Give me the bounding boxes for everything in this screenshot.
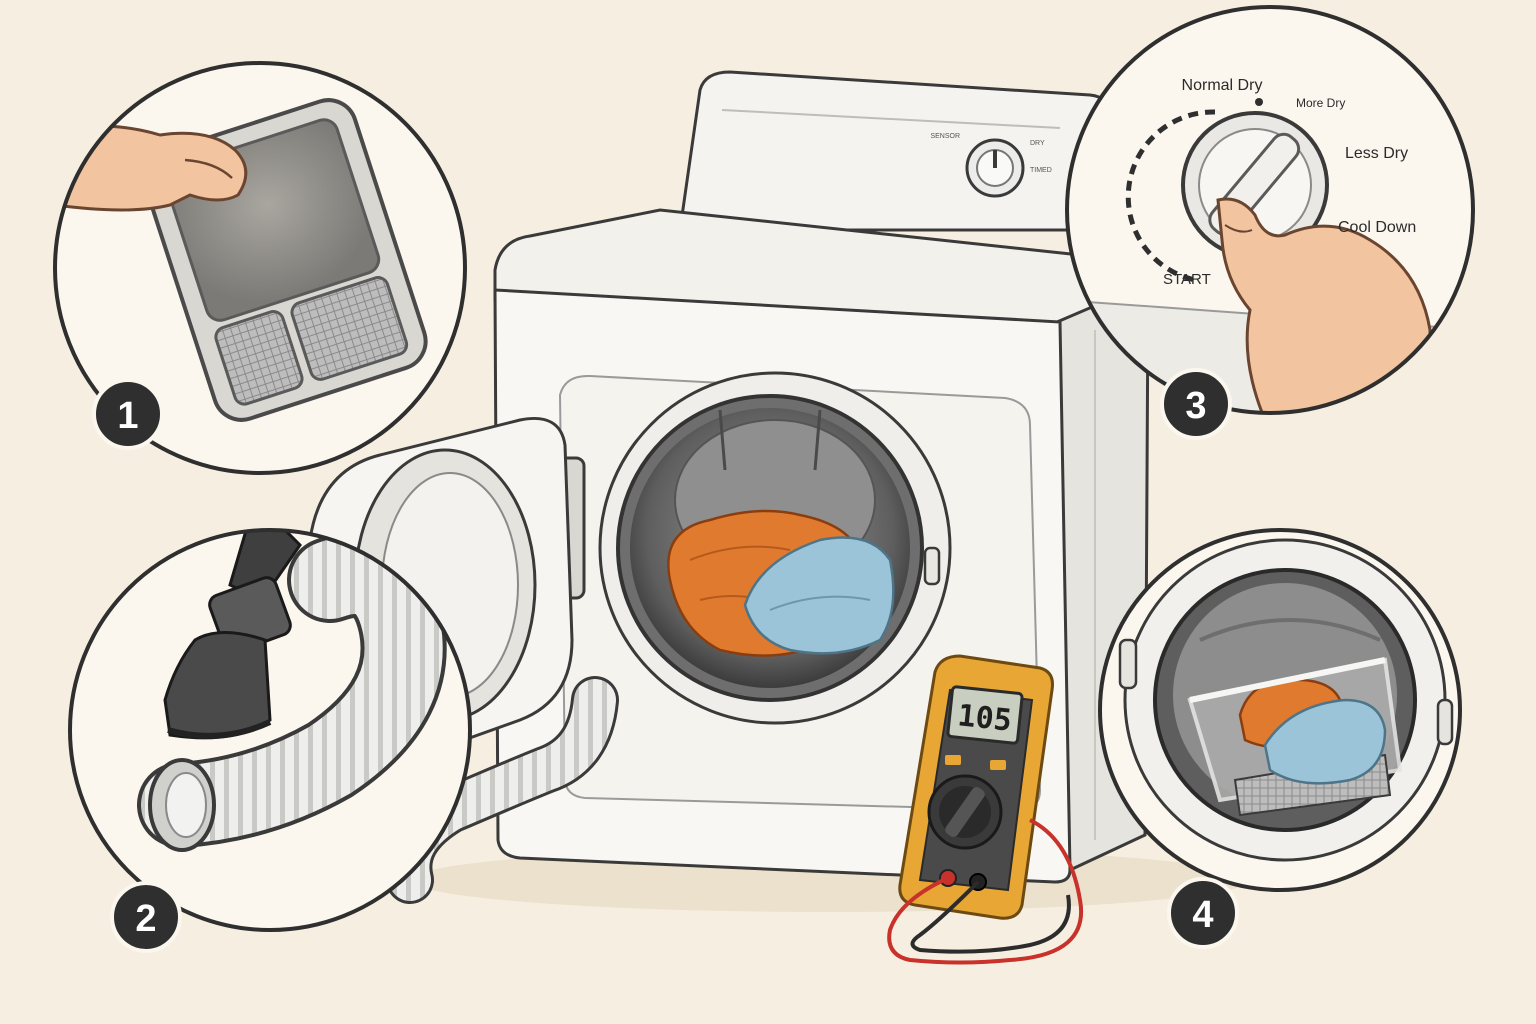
dial-label-cool-down: Cool Down [1338, 219, 1416, 236]
step-badge-3: 3 [1160, 368, 1232, 440]
dial-indicator-dot [1255, 98, 1263, 106]
step-badge-4: 4 [1167, 877, 1239, 949]
control-panel [678, 70, 1112, 232]
step-badge-2: 2 [110, 881, 182, 953]
panel-label-left: SENSOR [930, 133, 960, 140]
hand-holding-filter [55, 124, 248, 212]
step-number-1: 1 [117, 395, 138, 437]
dial-label-normal-dry: Normal Dry [1182, 77, 1263, 94]
step-1-lint-filter [53, 61, 467, 475]
step-2-vent-hose [68, 528, 472, 932]
dial-label-start: START [1163, 271, 1211, 288]
step-badge-1: 1 [92, 378, 164, 450]
dryer: SENSOR DRY TIMED [308, 70, 1250, 912]
multimeter: 105 [887, 654, 1084, 965]
multimeter-screen [946, 685, 1024, 745]
step-number-3: 3 [1185, 385, 1206, 427]
dial-tick-arc [1125, 109, 1216, 283]
dial-label-less-dry: Less Dry [1345, 145, 1408, 162]
multimeter-reading: 105 [956, 698, 1014, 738]
step-number-2: 2 [135, 898, 156, 940]
black-lead [910, 880, 1071, 954]
hand-turning-dial [1216, 197, 1432, 413]
step-number-4: 4 [1192, 894, 1213, 936]
red-lead [887, 818, 1084, 965]
panel-label-right-top: DRY [1030, 140, 1045, 147]
blue-garment [743, 536, 895, 655]
panel-label-right-bottom: TIMED [1030, 167, 1052, 174]
step-4-drum-rack [1098, 528, 1462, 892]
dial-label-more-dry: More Dry [1296, 96, 1345, 110]
door-latch[interactable] [923, 546, 941, 586]
